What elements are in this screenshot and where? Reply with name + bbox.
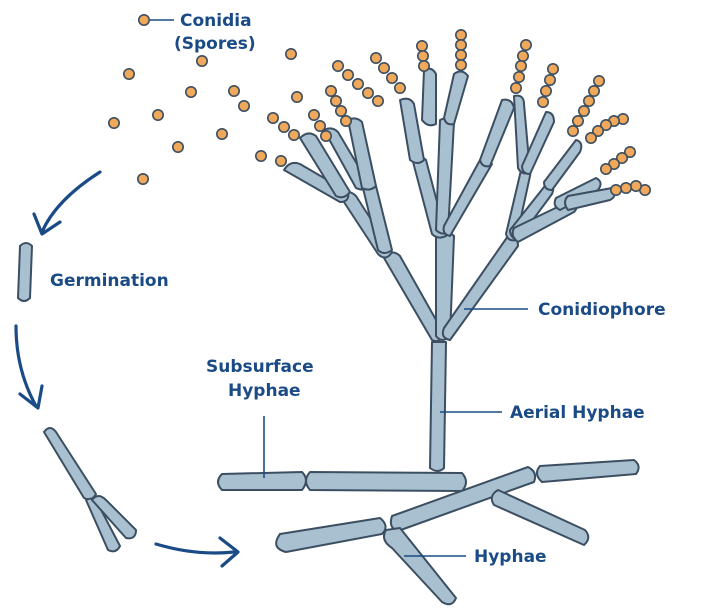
spore [239,101,249,111]
spore [333,61,343,71]
cycle-arrow-icon [156,544,234,553]
spore [186,87,196,97]
aerial-hyphae-label: Aerial Hyphae [510,403,645,423]
spore [418,51,428,61]
subsurface-label: Subsurface [206,357,314,377]
spore [229,86,239,96]
spore [256,151,266,161]
spore [315,121,325,131]
spore [197,56,207,66]
subsurface-hypha-segment [306,472,466,491]
spore [518,51,528,61]
spore [331,96,341,106]
life-cycle-arrows [16,172,238,566]
spore [336,106,346,116]
spore [419,61,429,71]
phialide [400,99,424,163]
spore [139,15,149,25]
spore [268,113,278,123]
spore [279,122,289,132]
spore [514,72,524,82]
subsurface-hyphae-label: Hyphae [228,381,301,401]
spore [353,79,363,89]
spores-label: (Spores) [174,34,256,54]
spore [173,142,183,152]
spore [589,86,599,96]
spore [521,40,531,50]
spore [343,70,353,80]
spore [541,86,551,96]
subsurface-hypha-segment [276,518,385,552]
spore [341,116,351,126]
spore [417,41,427,51]
spore [286,49,296,59]
spore [573,116,583,126]
spore [631,181,641,191]
spore [153,110,163,120]
spore [584,96,594,106]
hyphae-label: Hyphae [474,547,547,567]
spore [611,185,621,195]
spore [579,106,589,116]
germinating-spore [18,243,32,301]
subsurface-hypha-segment [384,528,456,604]
spore [321,131,331,141]
spore [548,64,558,74]
spore [363,88,373,98]
spore [387,73,397,83]
spore [309,110,319,120]
phialide [480,100,514,167]
spore [568,126,578,136]
germination-label: Germination [50,271,169,291]
conidiophore-label: Conidiophore [538,300,666,320]
spore [109,118,119,128]
spore [379,63,389,73]
spore [371,53,381,63]
spore [586,133,596,143]
spore [456,40,466,50]
cycle-arrow-icon [42,172,100,232]
phialide [422,69,436,126]
subsurface-hypha-segment [492,490,589,545]
spore [511,83,521,93]
spore [292,92,302,102]
spore [373,96,383,106]
spore [601,164,611,174]
spore [395,83,405,93]
aerial-stalk [430,342,446,471]
spore [456,60,466,70]
spore [456,30,466,40]
spore [138,174,148,184]
subsurface-hypha-segment [218,472,306,490]
spore [538,97,548,107]
spore [326,86,336,96]
spore [545,75,555,85]
germ-tube [44,428,96,499]
spore [516,61,526,71]
spore [621,183,631,193]
spore [217,129,227,139]
spore [276,156,286,166]
subsurface-hypha-segment [537,460,639,482]
spore [456,50,466,60]
spore [594,76,604,86]
phialide [444,71,468,124]
phialide [544,140,581,190]
spore [289,130,299,140]
hyphae-network [218,460,639,604]
spore [124,69,134,79]
conidia-label: Conidia [180,11,252,31]
